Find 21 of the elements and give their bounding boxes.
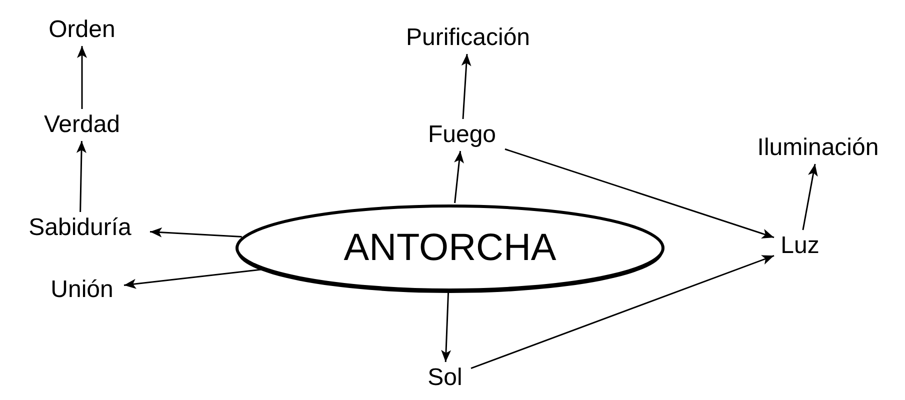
node-label: Orden <box>48 15 116 45</box>
arrow <box>441 292 452 362</box>
arrow <box>461 54 472 120</box>
node-label: Iluminación <box>757 133 879 163</box>
arrow <box>77 46 87 109</box>
arrow <box>802 164 818 230</box>
node-label: Fuego <box>428 120 496 150</box>
arrow <box>124 268 262 289</box>
node-label: Verdad <box>44 110 120 140</box>
node-label: Sol <box>428 363 462 393</box>
node-label: Unión <box>50 275 114 305</box>
node-label: Sabiduría <box>28 213 132 243</box>
arrow <box>76 140 86 212</box>
node-label: Luz <box>780 231 820 261</box>
arrow <box>150 227 242 238</box>
arrow <box>454 150 464 204</box>
node-label: ANTORCHA <box>344 226 556 270</box>
arrow <box>504 148 774 238</box>
arrow <box>470 254 774 370</box>
ellipse-node <box>235 203 665 293</box>
node-label: Purificación <box>406 23 530 53</box>
